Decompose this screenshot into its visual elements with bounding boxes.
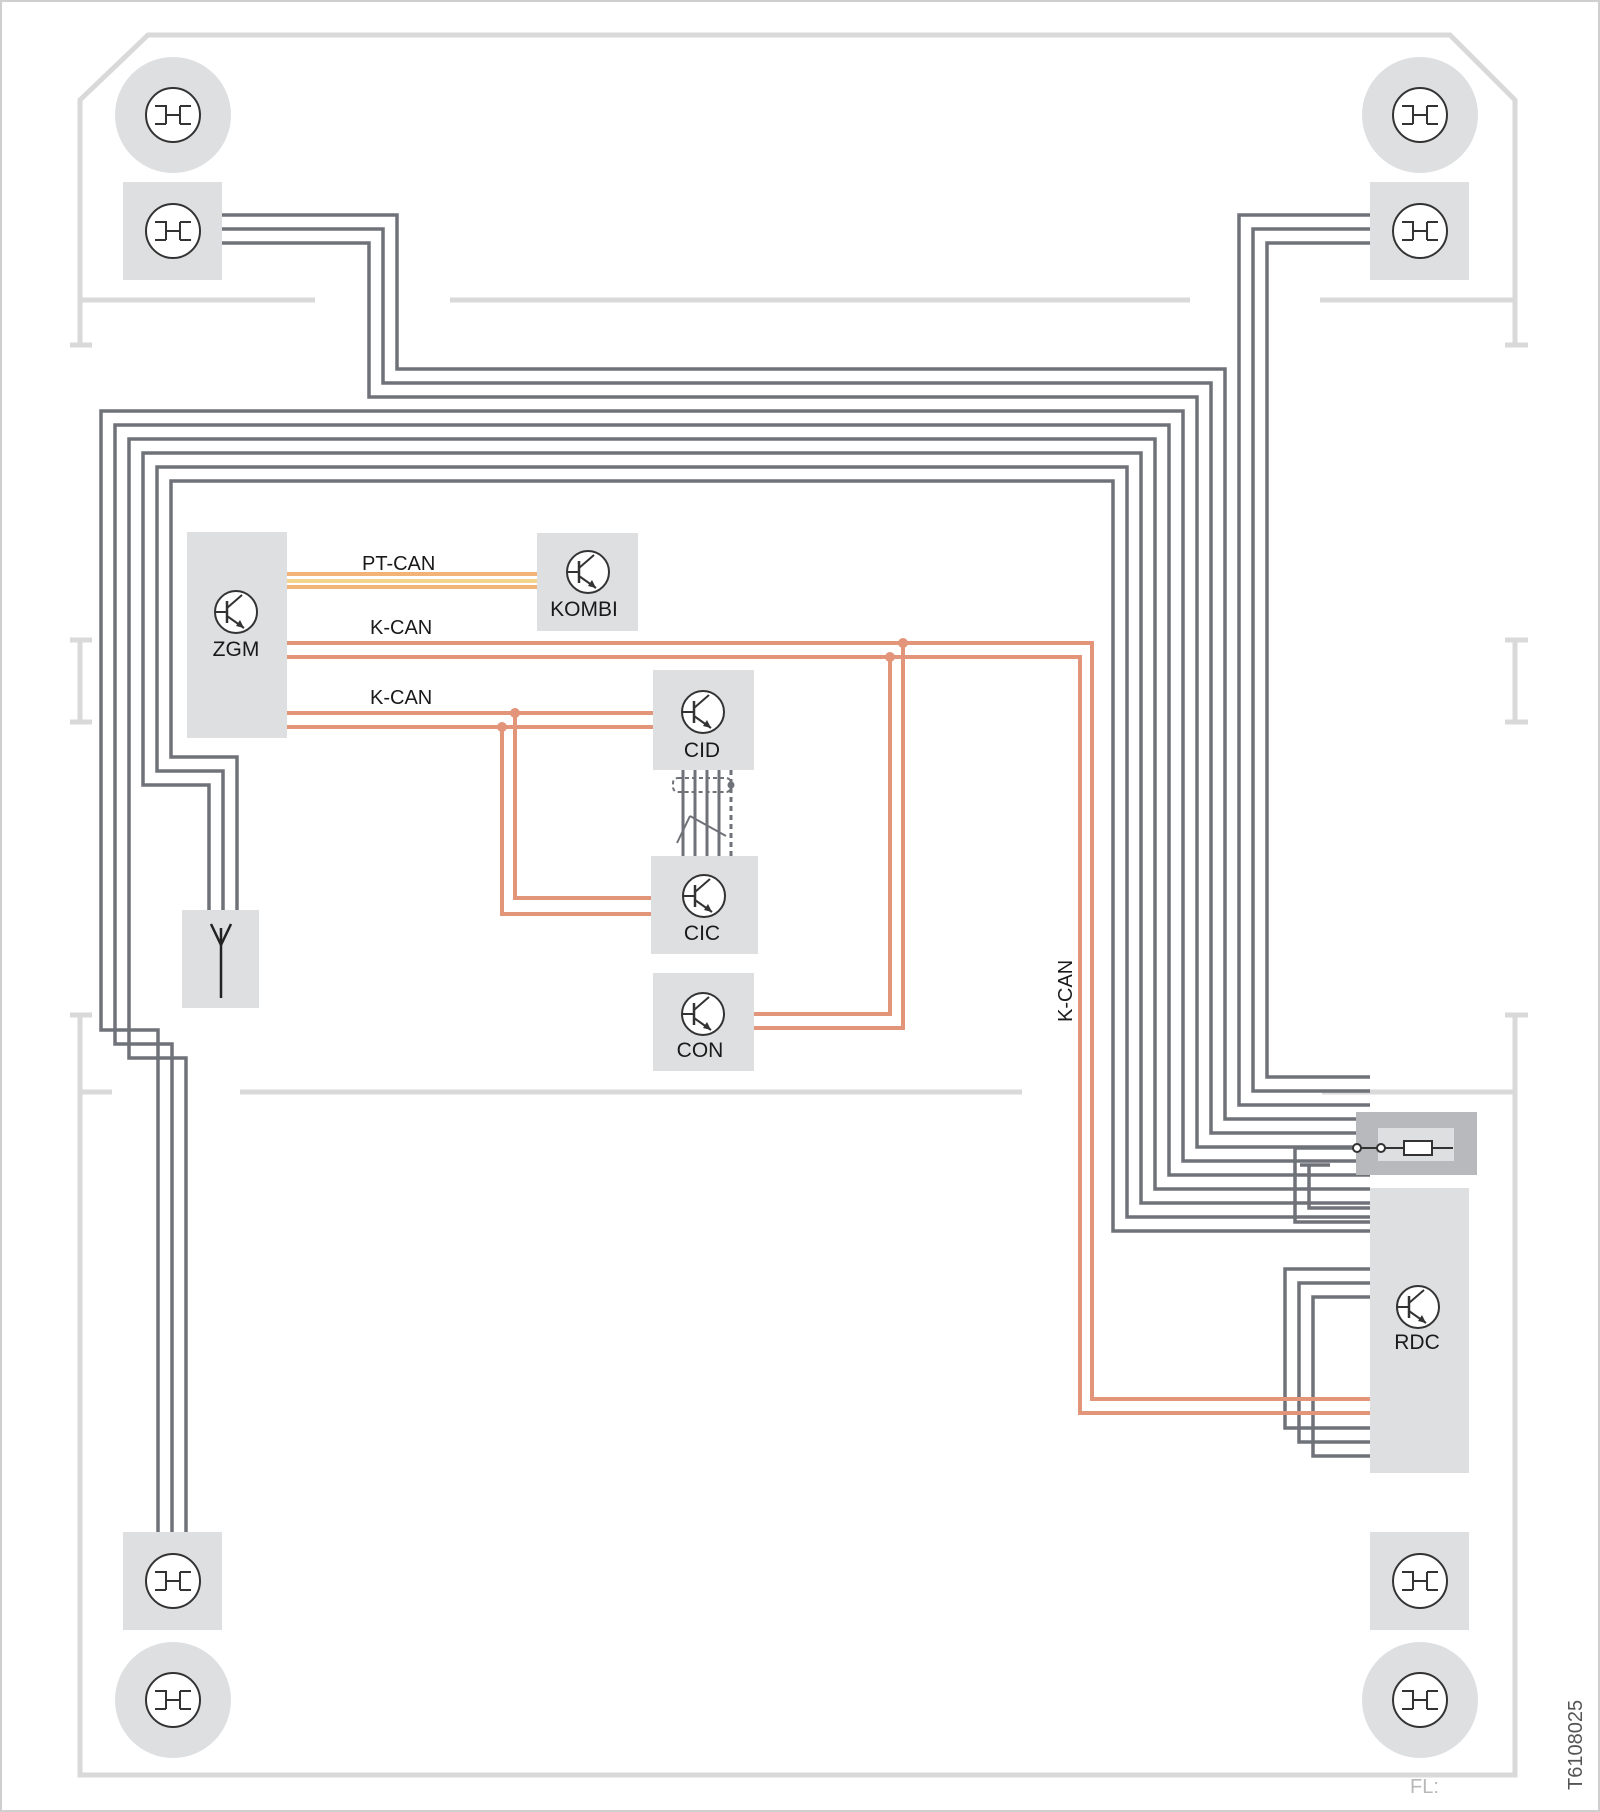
power-supply-wiring xyxy=(1293,1146,1370,1224)
antenna-module xyxy=(182,910,259,1008)
tire-sensor-icon xyxy=(1392,1672,1448,1728)
antenna-icon xyxy=(209,923,233,998)
k-can-label-vertical: K-CAN xyxy=(1055,960,1077,1022)
k-can-bus xyxy=(287,641,1370,1415)
fuse-icon xyxy=(1352,1140,1453,1156)
k-can-label-upper: K-CAN xyxy=(370,617,432,639)
transistor-icon xyxy=(682,874,726,918)
cic-label: CIC xyxy=(684,922,720,945)
transistor-icon xyxy=(1396,1285,1440,1329)
con-label: CON xyxy=(677,1039,724,1062)
tire-sensor-icon xyxy=(1392,87,1448,143)
con-module: CON xyxy=(653,973,754,1071)
transistor-icon xyxy=(214,590,258,634)
tire-sensor-icon xyxy=(145,1672,201,1728)
kombi-label: KOMBI xyxy=(550,598,618,621)
tire-sensor-icon xyxy=(1392,203,1448,259)
tire-sensor-icon xyxy=(145,203,201,259)
grey-wiring xyxy=(99,213,1370,1532)
reference-code: T6108025 xyxy=(1565,1700,1587,1790)
transistor-icon xyxy=(681,690,725,734)
cic-module: CIC xyxy=(651,856,758,954)
fuse-module xyxy=(1352,1112,1477,1175)
pt-can-bus xyxy=(287,572,537,589)
tire-sensor-icon xyxy=(145,1553,201,1609)
tire-sensor-icon xyxy=(145,87,201,143)
k-can-label-lower: K-CAN xyxy=(370,687,432,709)
vehicle-outline xyxy=(70,32,1528,1778)
transistor-icon xyxy=(566,550,610,594)
footer-label: FL: xyxy=(1410,1776,1439,1798)
cid-label: CID xyxy=(684,739,720,762)
zgm-module: ZGM xyxy=(187,532,287,738)
cid-module: CID xyxy=(653,670,754,770)
rdc-label: RDC xyxy=(1394,1331,1440,1354)
zgm-label: ZGM xyxy=(213,638,260,661)
k-can-junctions xyxy=(497,638,908,732)
rdc-module: RDC xyxy=(1370,1188,1469,1473)
kombi-module: KOMBI xyxy=(537,533,638,631)
pt-can-label: PT-CAN xyxy=(362,553,435,575)
tire-sensor-icon xyxy=(1392,1553,1448,1609)
cid-cic-link xyxy=(672,770,735,856)
transistor-icon xyxy=(681,992,725,1036)
